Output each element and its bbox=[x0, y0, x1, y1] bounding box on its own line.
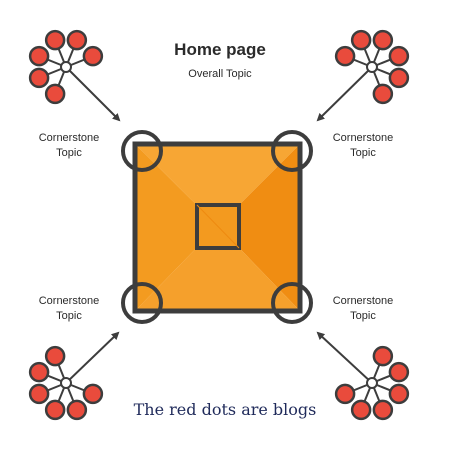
cluster-hub bbox=[366, 61, 378, 73]
blog-dot bbox=[334, 383, 356, 405]
blog-dot bbox=[350, 399, 372, 421]
blog-dot bbox=[388, 383, 410, 405]
blog-cluster-bottom-left bbox=[28, 345, 104, 421]
blog-dot bbox=[372, 83, 394, 105]
cluster-hub bbox=[366, 377, 378, 389]
blog-dot bbox=[66, 29, 88, 51]
corner-circle-bottom-right bbox=[271, 282, 313, 324]
blog-dot bbox=[82, 45, 104, 67]
pyramid-face-left bbox=[135, 144, 218, 311]
arrows bbox=[65, 66, 373, 384]
cluster-hub bbox=[60, 61, 72, 73]
corner-label-line1: Cornerstone bbox=[38, 295, 100, 307]
blog-dot bbox=[334, 45, 356, 67]
pyramid-face-top bbox=[135, 144, 300, 226]
corner-label-bottom-right: Cornerstone Topic bbox=[318, 294, 408, 324]
page-subtitle: Overall Topic bbox=[188, 68, 252, 80]
caption: The red dots are blogs bbox=[133, 400, 317, 419]
blog-dot bbox=[28, 67, 50, 89]
blog-cluster-bottom-right bbox=[334, 345, 410, 421]
blog-dot bbox=[82, 383, 104, 405]
corner-circle-top-left bbox=[121, 130, 163, 172]
pyramid-face-right bbox=[218, 144, 300, 311]
arrow-bottom-left bbox=[65, 331, 120, 384]
blog-dot bbox=[372, 399, 394, 421]
blog-dot bbox=[388, 45, 410, 67]
blog-dot bbox=[44, 29, 66, 51]
blog-dot bbox=[44, 83, 66, 105]
corner-label-line1: Cornerstone bbox=[38, 132, 100, 144]
home-page-pyramid bbox=[132, 141, 303, 314]
blog-dot bbox=[388, 67, 410, 89]
page-title: Home page bbox=[174, 40, 266, 59]
corner-circles bbox=[121, 130, 313, 324]
blog-dot bbox=[44, 399, 66, 421]
arrow-top-right bbox=[316, 66, 373, 122]
cluster-hub bbox=[60, 377, 72, 389]
blog-cluster-top-right bbox=[334, 29, 410, 105]
corner-label-line2: Topic bbox=[350, 147, 376, 159]
corner-circle-top-right bbox=[271, 130, 313, 172]
blog-dot bbox=[372, 29, 394, 51]
corner-label-line2: Topic bbox=[56, 310, 82, 322]
corner-label-top-left: Cornerstone Topic bbox=[24, 131, 114, 161]
corner-label-line1: Cornerstone bbox=[332, 295, 394, 307]
blog-cluster-top-left bbox=[28, 29, 104, 105]
blog-dot bbox=[44, 345, 66, 367]
blog-dot bbox=[66, 399, 88, 421]
corner-label-bottom-left: Cornerstone Topic bbox=[24, 294, 114, 324]
arrow-bottom-right bbox=[316, 331, 373, 384]
corner-label-top-right: Cornerstone Topic bbox=[318, 131, 408, 161]
pyramid-outline bbox=[132, 141, 303, 314]
corner-label-line2: Topic bbox=[56, 147, 82, 159]
arrow-top-left bbox=[65, 66, 121, 122]
pyramid-face-bottom bbox=[135, 226, 300, 311]
corner-label-line2: Topic bbox=[350, 310, 376, 322]
corner-label-line1: Cornerstone bbox=[332, 132, 394, 144]
blog-dot bbox=[350, 29, 372, 51]
blog-dot bbox=[372, 345, 394, 367]
blog-dot bbox=[28, 383, 50, 405]
blog-clusters bbox=[28, 29, 410, 421]
corner-circle-bottom-left bbox=[121, 282, 163, 324]
blog-dot bbox=[28, 45, 50, 67]
blog-dot bbox=[388, 361, 410, 383]
blog-dot bbox=[28, 361, 50, 383]
